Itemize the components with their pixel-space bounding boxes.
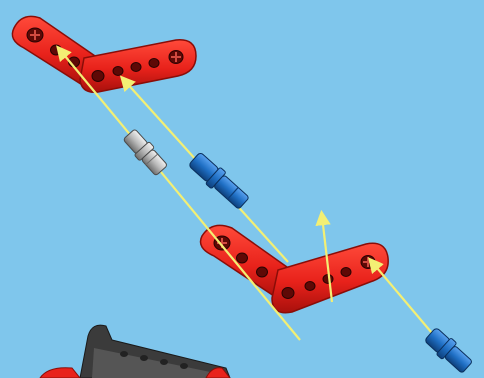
assembly-diagram xyxy=(0,0,484,378)
instruction-illustration xyxy=(0,0,484,378)
